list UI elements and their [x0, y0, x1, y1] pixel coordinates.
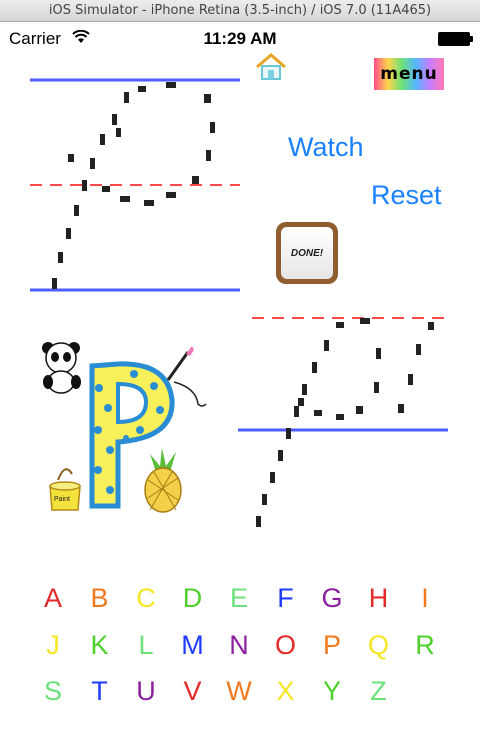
- letter-button-d[interactable]: D: [182, 583, 203, 613]
- letter-button-v[interactable]: V: [183, 676, 202, 706]
- letter-button-y[interactable]: Y: [322, 676, 341, 706]
- trace-dots: [256, 318, 434, 527]
- status-bar: Carrier 11:29 AM: [0, 24, 480, 54]
- tracing-area-top[interactable]: [28, 70, 242, 302]
- letter-button-f[interactable]: F: [277, 583, 294, 613]
- letter-button-e[interactable]: E: [229, 583, 248, 613]
- letter-button-c[interactable]: C: [136, 583, 156, 613]
- menu-button[interactable]: menu: [374, 58, 444, 90]
- paintbrush-icon: [166, 346, 207, 407]
- letter-button-j[interactable]: J: [46, 629, 60, 660]
- carrier-label: Carrier: [9, 29, 61, 48]
- letter-p-illustration: Paint: [42, 342, 207, 513]
- wifi-icon: [72, 29, 90, 49]
- panda-icon: [42, 342, 81, 394]
- trace-dots: [52, 82, 215, 289]
- clock: 11:29 AM: [203, 29, 277, 48]
- letter-button-p[interactable]: P: [322, 629, 341, 660]
- letter-button-a[interactable]: A: [43, 583, 62, 613]
- watch-button[interactable]: Watch: [288, 132, 364, 162]
- letter-button-k[interactable]: K: [90, 629, 109, 660]
- letter-button-l[interactable]: L: [138, 629, 154, 660]
- pineapple-icon: [144, 448, 182, 513]
- home-button[interactable]: [255, 52, 287, 82]
- letter-button-u[interactable]: U: [136, 676, 156, 706]
- reset-button[interactable]: Reset: [371, 180, 442, 210]
- letter-button-h[interactable]: H: [368, 583, 389, 613]
- tracing-area-bottom[interactable]: [236, 308, 450, 540]
- paint-label: Paint: [54, 496, 70, 503]
- letter-button-w[interactable]: W: [226, 676, 252, 706]
- window-title: iOS Simulator - iPhone Retina (3.5-inch)…: [0, 0, 480, 22]
- letter-button-n[interactable]: N: [229, 629, 249, 660]
- letter-button-m[interactable]: M: [181, 629, 204, 660]
- letter-button-x[interactable]: X: [276, 676, 295, 706]
- letter-p-shape: [89, 361, 175, 509]
- letter-button-g[interactable]: G: [321, 583, 343, 613]
- letter-button-o[interactable]: O: [274, 629, 296, 660]
- house-icon: [256, 53, 286, 80]
- letter-button-t[interactable]: T: [91, 676, 108, 706]
- letter-button-q[interactable]: Q: [367, 629, 389, 660]
- letter-button-z[interactable]: Z: [370, 676, 387, 706]
- done-label: DONE!: [281, 227, 333, 279]
- letter-button-i[interactable]: I: [421, 583, 429, 613]
- done-button[interactable]: DONE!: [276, 222, 338, 284]
- letter-button-s[interactable]: S: [43, 676, 62, 706]
- letter-button-b[interactable]: B: [90, 583, 109, 613]
- paint-pot-icon: [49, 468, 81, 511]
- letter-button-r[interactable]: R: [415, 629, 435, 660]
- battery-icon: [438, 32, 473, 46]
